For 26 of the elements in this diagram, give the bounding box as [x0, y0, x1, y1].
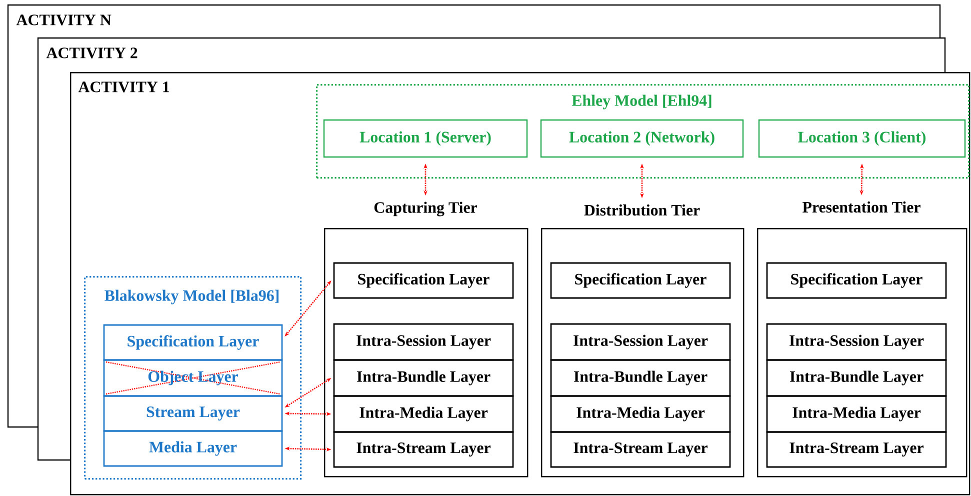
layer-box: Intra-Media Layer — [766, 395, 947, 433]
layer-box: Specification Layer — [766, 262, 947, 299]
location-box: Location 1 (Server) — [323, 119, 528, 158]
layer-box: Intra-Bundle Layer — [333, 359, 514, 397]
node-label: Distribution Tier — [584, 204, 700, 216]
layer-box: Intra-Media Layer — [550, 395, 731, 433]
layer-box: Specification Layer — [333, 262, 514, 299]
layer-box: Specification Layer — [103, 324, 283, 361]
layer-box: Intra-Bundle Layer — [550, 359, 731, 397]
layer-box: Intra-Stream Layer — [550, 431, 731, 468]
activity-label: ACTIVITY 2 — [46, 48, 138, 58]
layer-box: Stream Layer — [103, 395, 283, 432]
layer-box: Intra-Session Layer — [766, 323, 947, 361]
node-label: Capturing Tier — [374, 202, 478, 216]
layer-box: Intra-Session Layer — [550, 323, 731, 361]
node-label: Presentation Tier — [802, 201, 920, 213]
layer-box: Intra-Session Layer — [333, 323, 514, 361]
layer-box: Specification Layer — [550, 262, 731, 299]
layer-box: Media Layer — [103, 430, 283, 467]
layer-box: Intra-Media Layer — [333, 395, 514, 433]
location-box: Location 2 (Network) — [540, 119, 744, 158]
layer-box: Intra-Stream Layer — [766, 431, 947, 468]
layer-box: Intra-Stream Layer — [333, 431, 514, 468]
location-box: Location 3 (Client) — [758, 119, 966, 158]
activity-label: ACTIVITY N — [16, 14, 112, 26]
layer-box: Intra-Bundle Layer — [766, 359, 947, 397]
